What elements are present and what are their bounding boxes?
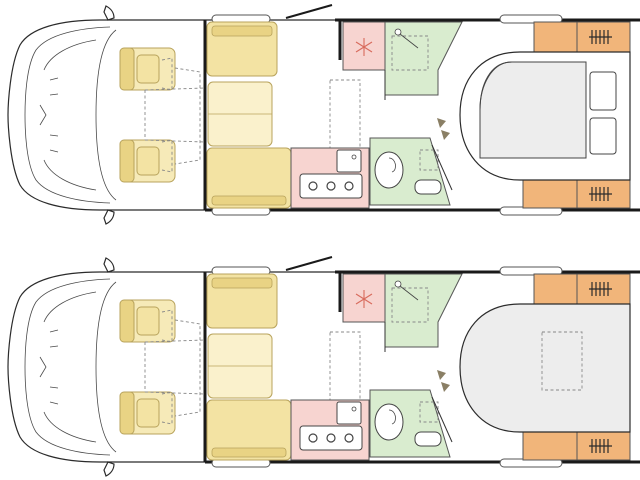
layout-b <box>6 255 640 478</box>
layout-a <box>6 3 640 226</box>
